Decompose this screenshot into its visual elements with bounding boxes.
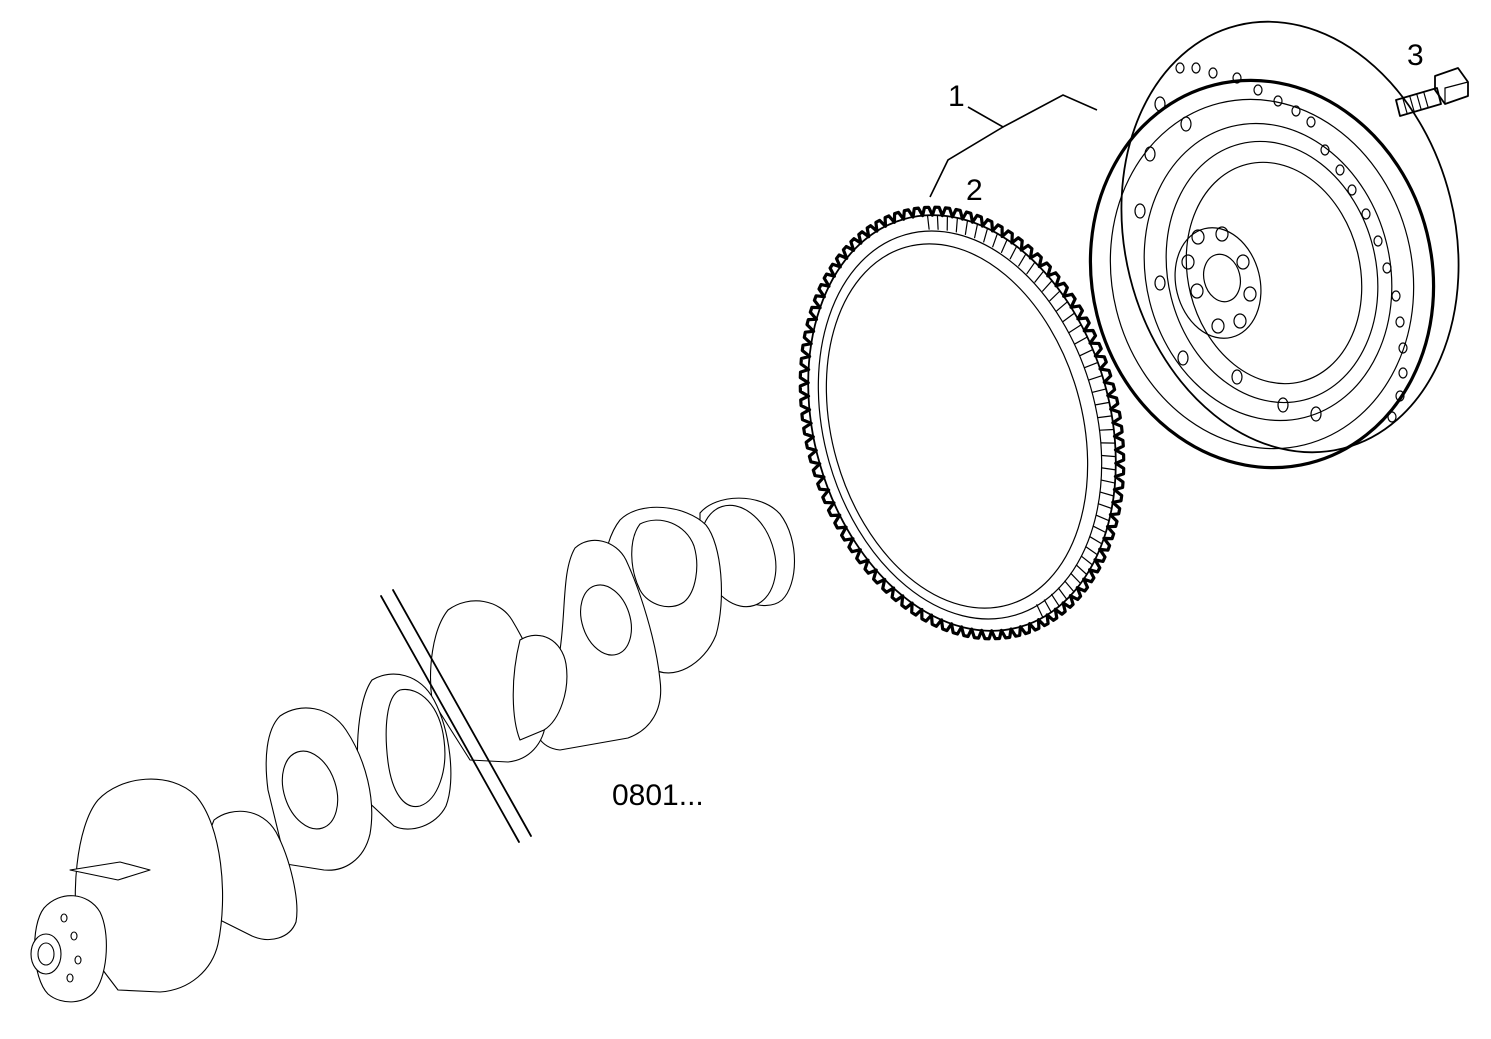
flywheel-rim-holes: [1175, 62, 1408, 423]
callout-3: 3: [1407, 39, 1424, 72]
callout-1: 1: [948, 80, 965, 113]
flywheel: [1088, 20, 1460, 470]
callout-2: 2: [966, 174, 983, 207]
crankshaft: [30, 497, 796, 1003]
leader-line-1: [967, 94, 1098, 128]
callout-group: 1 2 3: [929, 39, 1424, 207]
flywheel-bolt: [1395, 67, 1469, 117]
ring-gear-teeth-inner: [926, 214, 1117, 618]
leader-line-1-branch: [929, 126, 1004, 198]
reference-label: 0801...: [612, 779, 704, 812]
ring-gear-teeth: [798, 205, 1126, 641]
starter-ring-gear: [798, 205, 1126, 641]
